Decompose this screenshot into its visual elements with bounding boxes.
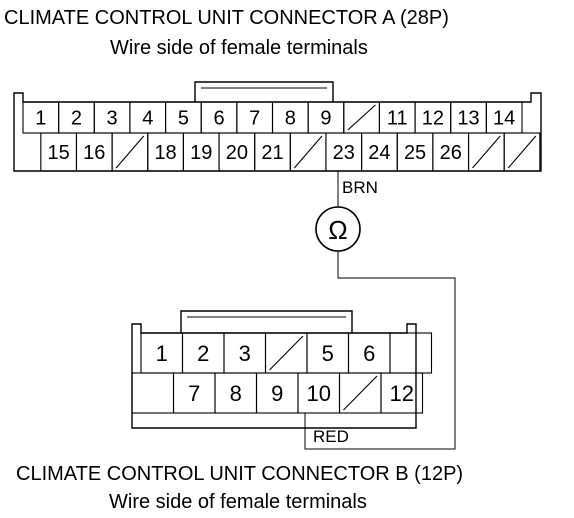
terminal-number: 16: [83, 142, 105, 164]
terminal-number: 3: [239, 341, 251, 366]
terminal-number: 12: [390, 381, 414, 406]
connector-a-latch: [194, 81, 334, 102]
terminal-number: 18: [154, 142, 176, 164]
connector-a-cavity: [503, 132, 541, 172]
terminal-number: 8: [230, 381, 242, 406]
terminal-number: 14: [493, 108, 515, 130]
connector-b-title: CLIMATE CONTROL UNIT CONNECTOR B (12P): [16, 463, 463, 485]
wire-red: [304, 251, 456, 450]
terminal-number: 5: [322, 341, 334, 366]
connector-b-cavity: [389, 332, 433, 374]
terminal-number: 9: [271, 381, 283, 406]
wire-label-brn: BRN: [342, 178, 378, 197]
terminal-number: 25: [404, 142, 426, 164]
connector-b-cavity: [131, 372, 175, 414]
terminal-number: 2: [71, 108, 82, 130]
terminal-number: 1: [156, 341, 168, 366]
empty-cavity-slash: [347, 104, 376, 131]
terminal-number: 15: [48, 142, 70, 164]
terminal-number: 5: [178, 108, 189, 130]
terminal-number: 23: [333, 142, 355, 164]
terminal-number: 12: [422, 108, 444, 130]
terminal-number: 7: [249, 108, 260, 130]
ohm-symbol: Ω: [328, 215, 347, 245]
terminal-number: 11: [387, 108, 408, 130]
terminal-number: 19: [190, 142, 212, 164]
connector-a-title: CLIMATE CONTROL UNIT CONNECTOR A (28P): [4, 7, 449, 29]
connector-a-subtitle: Wire side of female terminals: [110, 37, 368, 59]
terminal-number: 9: [320, 108, 331, 130]
terminal-number: 24: [368, 142, 390, 164]
terminal-number: 10: [307, 381, 331, 406]
terminal-number: 4: [142, 108, 153, 130]
empty-cavity-slash: [115, 135, 145, 169]
wire-label-red: RED: [313, 427, 349, 446]
empty-cavity-slash: [507, 135, 537, 169]
connector-b-latch: [180, 310, 353, 333]
terminal-number: 2: [197, 341, 209, 366]
empty-cavity-slash: [293, 135, 323, 169]
terminal-number: 20: [226, 142, 248, 164]
empty-cavity-slash: [343, 375, 378, 411]
connector-b-housing: [131, 323, 417, 429]
terminal-number: 21: [261, 142, 283, 164]
terminal-number: 13: [457, 108, 479, 130]
empty-cavity-slash: [269, 335, 304, 371]
terminal-number: 26: [440, 142, 462, 164]
empty-cavity-slash: [472, 135, 501, 169]
terminal-number: 8: [285, 108, 296, 130]
terminal-number: 6: [363, 341, 375, 366]
terminal-number: 3: [107, 108, 118, 130]
connector-b-subtitle: Wire side of female terminals: [109, 491, 367, 513]
ohmmeter-icon: Ω: [315, 206, 361, 252]
terminal-number: 1: [35, 108, 46, 130]
terminal-number: 6: [213, 108, 224, 130]
terminal-number: 7: [188, 381, 200, 406]
